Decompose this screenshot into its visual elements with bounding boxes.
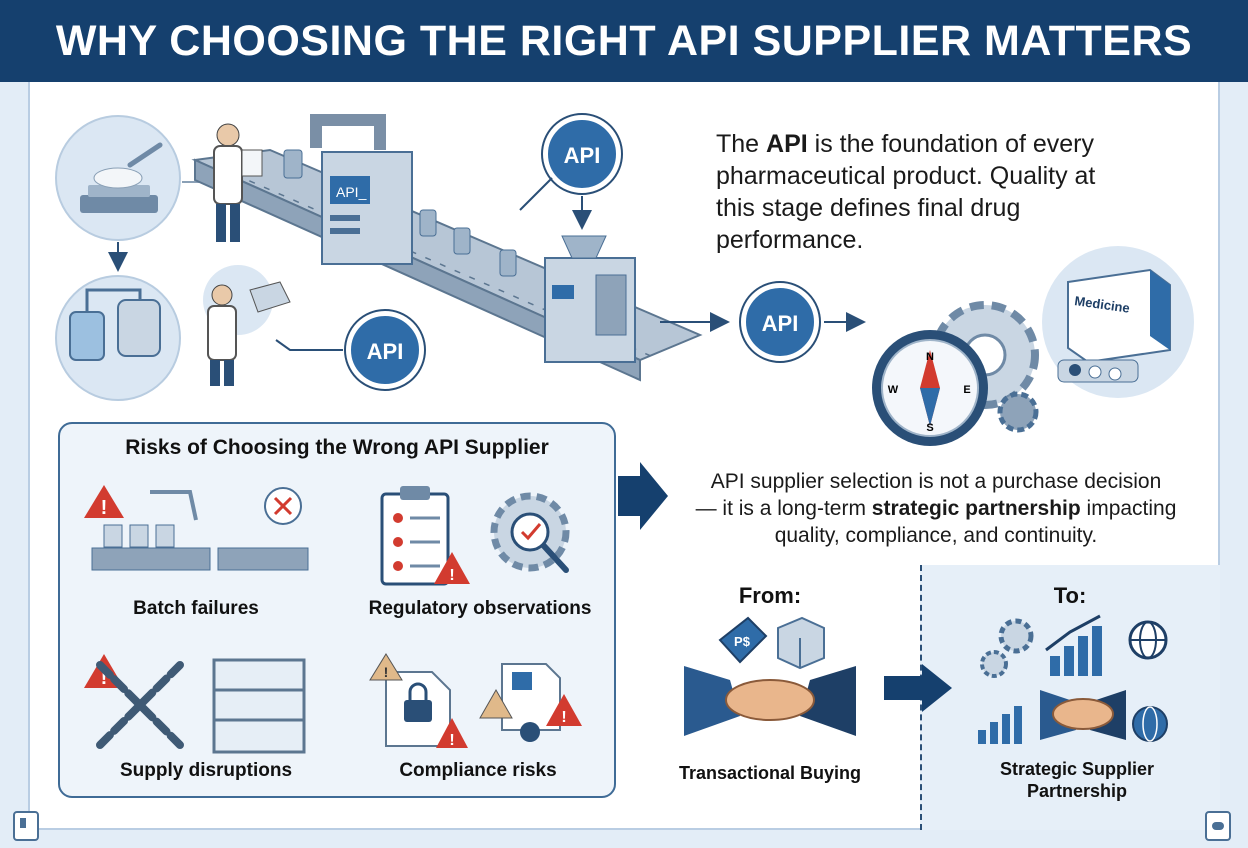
compass-letter: S — [926, 422, 933, 434]
risks-title: Risks of Choosing the Wrong API Supplier — [125, 436, 549, 459]
empty-shelf-icon — [212, 658, 306, 754]
api-badge-bottom: API — [344, 309, 426, 391]
api-production-machine: API_ — [310, 114, 413, 265]
pill-bottle-corner-icon — [13, 811, 39, 841]
capsule-corner-icon — [1205, 811, 1231, 841]
risk-label-regulatory-observations: Regulatory observations — [368, 598, 592, 619]
compass-icon: N E S W — [872, 330, 988, 446]
locked-document-icon: ! ! — [369, 653, 468, 749]
api-badge-middle: API — [739, 281, 821, 363]
to-panel — [920, 565, 1220, 830]
package-box-icon — [777, 616, 825, 670]
worker-box-figure — [203, 265, 291, 386]
partnership-handshake-icon — [1040, 690, 1126, 740]
gear-icon-small — [980, 618, 1034, 678]
big-arrow-right — [618, 462, 668, 530]
machine-label: API_ — [336, 184, 367, 200]
to-caption-line-1: Strategic Supplier — [999, 759, 1155, 779]
globe-pin-icon — [1132, 706, 1168, 742]
intro-post: is the foundation of every pharmaceutica… — [716, 130, 1096, 254]
intro-pre: The — [716, 130, 767, 158]
statement-line-2: — it is a long-term strategic partnershi… — [662, 495, 1210, 522]
raw-material-scale-icon — [55, 115, 181, 241]
api-badge-text: API — [564, 143, 601, 168]
statement-line-1: API supplier selection is not a purchase… — [710, 470, 1162, 493]
reactor-vessel-icon — [55, 275, 181, 401]
svg-text:!: ! — [384, 664, 389, 680]
svg-text:!: ! — [449, 732, 454, 749]
api-badge-text: API — [762, 311, 799, 336]
api-badge-top: API — [541, 113, 623, 195]
from-header: From: — [738, 583, 802, 608]
to-caption: Strategic Supplier Partnership — [982, 758, 1172, 802]
compass-letter: E — [963, 384, 970, 396]
title-banner: WHY CHOOSING THE RIGHT API SUPPLIER MATT… — [0, 0, 1248, 82]
growth-chart-icon — [1045, 614, 1102, 676]
strategic-statement: API supplier selection is not a purchase… — [662, 468, 1210, 549]
to-header: To: — [1053, 583, 1087, 608]
statement-line-3: quality, compliance, and continuity. — [774, 524, 1098, 547]
svg-text:!: ! — [561, 709, 566, 726]
page-title: WHY CHOOSING THE RIGHT API SUPPLIER MATT… — [55, 16, 1193, 65]
warning-document-icon: ! — [479, 663, 582, 742]
statement-line-2-post: impacting — [1080, 497, 1177, 520]
price-tag-symbol: P$ — [734, 634, 751, 649]
tablet-press-machine — [544, 235, 636, 363]
svg-text:!: ! — [101, 667, 108, 689]
medicine-box-icon: Medicine — [1042, 246, 1194, 398]
statement-line-2-pre: — it is a long-term — [695, 497, 872, 520]
handshake-icon — [684, 666, 856, 736]
bar-chart-icon — [978, 706, 1022, 744]
magnifier-gear-icon — [490, 492, 570, 573]
intro-text: The API is the foundation of every pharm… — [716, 128, 1136, 256]
intro-bold-api: API — [766, 130, 808, 158]
scientist-figure-1 — [213, 123, 263, 242]
price-tag-icon: P$ — [718, 616, 768, 664]
risk-label-supply-disruptions: Supply disruptions — [119, 760, 293, 781]
statement-bold: strategic partnership — [871, 497, 1081, 520]
vial-icons — [283, 149, 517, 277]
compass-letter: N — [926, 351, 934, 363]
globe-icon — [1128, 620, 1168, 660]
from-caption: Transactional Buying — [678, 763, 862, 783]
svg-text:!: ! — [101, 497, 108, 519]
compass-letter: W — [888, 384, 899, 396]
api-badge-text: API — [367, 339, 404, 364]
risk-label-compliance-risks: Compliance risks — [399, 760, 557, 781]
svg-text:!: ! — [449, 567, 454, 584]
batch-failure-icon: ! — [84, 485, 309, 571]
regulatory-clipboard-icon: ! — [380, 486, 470, 586]
risk-label-batch-failures: Batch failures — [133, 598, 259, 619]
broken-chain-icon: ! — [84, 654, 184, 749]
arrow-from-to — [884, 664, 952, 712]
to-caption-line-2: Partnership — [1026, 781, 1128, 801]
